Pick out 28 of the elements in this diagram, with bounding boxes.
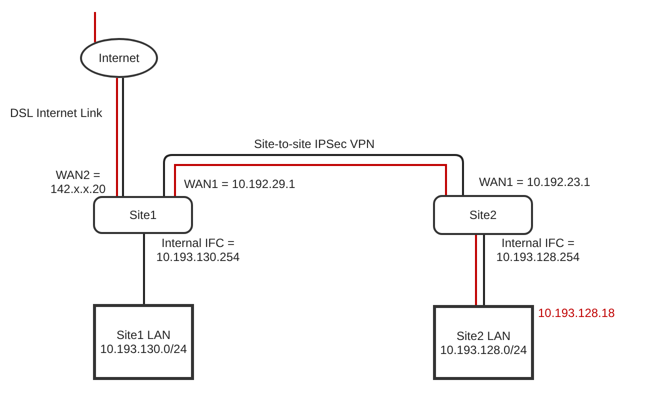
lan-box xyxy=(433,305,534,380)
lan-box xyxy=(93,304,194,380)
host-address-label: 10.193.128.18 xyxy=(538,306,615,320)
connector-line xyxy=(122,78,124,196)
interface-label: Internal IFC = 10.193.130.254 xyxy=(155,236,241,264)
node-label: Site2 LAN xyxy=(456,328,511,342)
interface-label: WAN1 = 10.192.23.1 xyxy=(479,175,590,189)
connector-line xyxy=(163,154,464,196)
node-label: Internet xyxy=(98,51,140,65)
node-label: Site1 xyxy=(129,208,157,222)
connector-line xyxy=(483,235,485,305)
traffic-path-line xyxy=(475,235,477,305)
interface-label: WAN2 = 142.x.x.20 xyxy=(49,168,107,196)
cloud-ellipse xyxy=(80,38,158,78)
link-label: DSL Internet Link xyxy=(10,106,102,120)
connector-line xyxy=(143,234,145,304)
firewall-box xyxy=(93,196,193,234)
node-label: Site2 xyxy=(469,208,497,222)
node-label: 10.193.130.0/24 xyxy=(100,342,187,356)
interface-label: WAN1 = 10.192.29.1 xyxy=(184,177,296,191)
firewall-box xyxy=(433,195,533,235)
node-label: 10.193.128.0/24 xyxy=(440,342,527,356)
traffic-path-line xyxy=(116,78,118,196)
interface-label: Internal IFC = 10.193.128.254 xyxy=(495,236,581,264)
traffic-path-line xyxy=(174,164,447,196)
node-label: Site1 LAN xyxy=(116,328,171,342)
traffic-path-line xyxy=(94,12,96,42)
edge-label: Site-to-site IPSec VPN xyxy=(252,137,377,151)
